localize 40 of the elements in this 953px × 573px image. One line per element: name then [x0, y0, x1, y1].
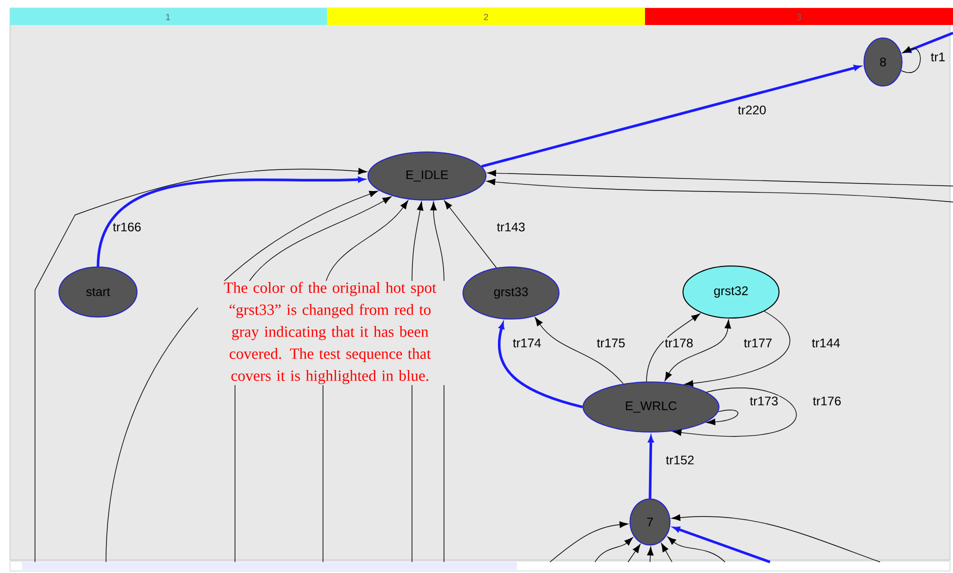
transition-arrow — [34, 168, 368, 562]
transition-arrow — [672, 388, 796, 436]
header-band-cell: 3 — [645, 8, 953, 25]
transition-arrow — [594, 537, 634, 562]
transition-arrow — [671, 514, 880, 562]
transition-arrow — [646, 313, 700, 382]
transition-arrow — [647, 546, 654, 562]
edge-label: tr166 — [112, 222, 142, 232]
transition-arrow — [534, 317, 624, 384]
transition-arrow — [661, 543, 672, 562]
edge-label: tr177 — [742, 338, 774, 348]
transition-arrow — [648, 436, 654, 499]
transition-arrow — [487, 170, 953, 186]
edge-label: tr152 — [664, 454, 696, 466]
transition-arrow — [550, 521, 628, 562]
transition-arrow — [444, 200, 497, 268]
transition-arrow — [498, 322, 583, 408]
transition-arrow — [628, 544, 641, 562]
transition-arrow — [684, 310, 790, 387]
edge-label: tr173 — [748, 396, 780, 406]
transition-arrow — [664, 320, 732, 381]
header-band-cell: 2 — [327, 8, 645, 25]
transition-arrow — [481, 64, 860, 168]
transition-arrow — [486, 178, 953, 202]
transition-arrow — [667, 536, 726, 562]
edge-label: tr176 — [812, 396, 842, 406]
transition-arrow — [900, 46, 921, 73]
edge-label: tr175 — [596, 338, 626, 348]
edge-label: tr144 — [810, 338, 842, 348]
transition-arrow — [106, 190, 378, 562]
annotation-text: The color of the original hot spot “grst33” is changed from red to gray indicating that it has been covered. The test sequence that covers it is highlighted in blue. — [198, 280, 462, 386]
transition-arrow — [673, 526, 770, 564]
edge-label: tr174 — [512, 338, 542, 348]
transition-arrow — [96, 176, 365, 267]
edge-label: tr143 — [496, 222, 526, 232]
edge-label: tr1 — [930, 52, 946, 62]
header-band-cell: 1 — [10, 8, 327, 25]
edge-label: tr178 — [664, 338, 694, 348]
edge-label: tr220 — [736, 104, 768, 116]
transition-arrow — [706, 410, 738, 426]
